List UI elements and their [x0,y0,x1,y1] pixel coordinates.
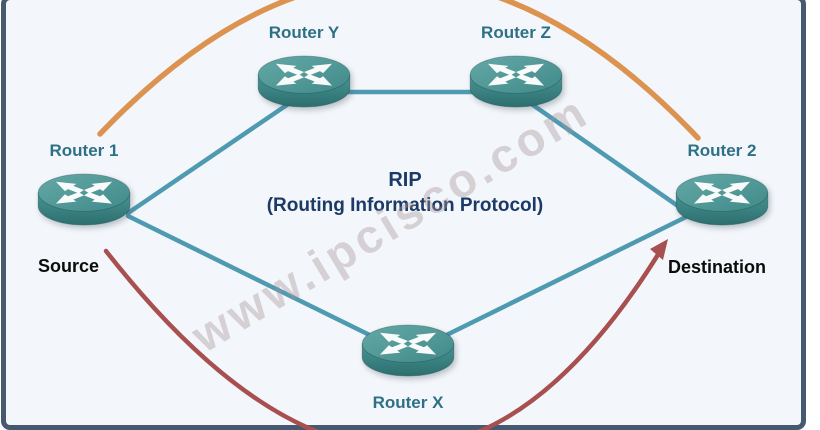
node-routerZ: Router Z [464,24,568,112]
protocol-title: RIP [388,169,422,191]
routerY-label: Router Y [268,23,340,42]
router-icon [675,173,769,226]
router2-label: Router 2 [687,141,757,160]
routerX-label: Router X [372,393,444,412]
arrowhead-to-destination [650,239,668,260]
node-router1: Router 1 [32,142,136,230]
protocol-title-block: RIP (Routing Information Protocol) [215,167,595,219]
routerZ-label: Router Z [481,23,551,42]
router-icon [257,55,351,108]
link-routerZ-router2 [517,93,691,216]
node-router2: Router 2 [670,142,774,230]
path-top-arc [97,0,701,141]
source-label: Source [38,256,100,276]
router-icon [37,173,131,226]
link-router1-routerX [125,213,407,355]
link-routerX-router2 [409,213,691,355]
protocol-subtitle: (Routing Information Protocol) [266,195,544,216]
router-icon [361,324,455,377]
destination-label: Destination [668,257,767,277]
node-routerX: Router X [356,320,460,412]
router-icon [469,55,563,108]
node-routerY: Router Y [252,24,356,112]
link-router1-routerY [125,93,303,216]
path-bottom-arc [103,248,662,430]
router1-label: Router 1 [49,141,119,160]
